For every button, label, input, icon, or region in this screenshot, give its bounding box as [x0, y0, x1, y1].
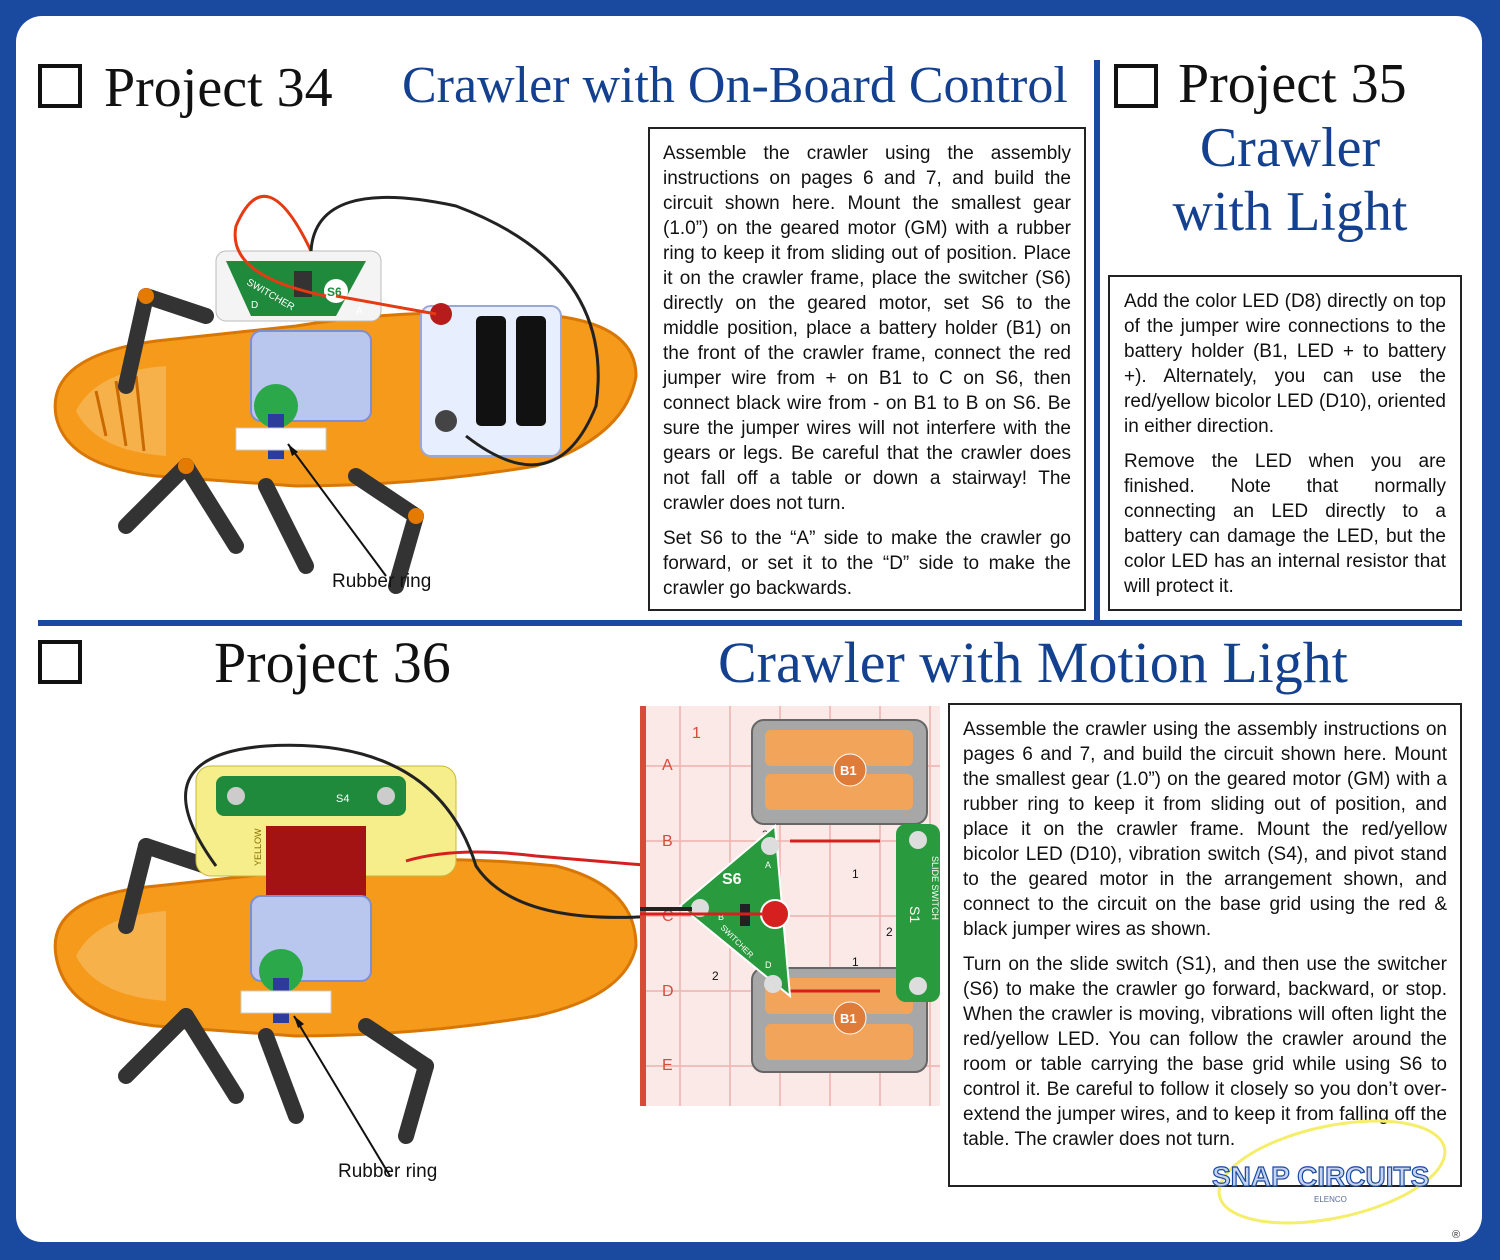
project34-checkbox[interactable] [38, 64, 82, 108]
grid-wire1-top: 1 [852, 867, 859, 881]
grid-slide-switch-label: SLIDE SWITCH [930, 856, 940, 920]
grid-s6-b: B [718, 912, 724, 922]
snap-circuits-logo-text: SNAP CIRCUITS [1212, 1161, 1429, 1192]
grid-col-label: 1 [692, 725, 701, 742]
project34-title: Project 34 [104, 57, 333, 119]
project36-paragraph: Turn on the slide switch (S1), and then … [963, 954, 1447, 1150]
project34-paragraph: Set S6 to the “A” side to make the crawl… [663, 528, 1071, 599]
grid-row-c: C [662, 908, 674, 925]
grid-row-e: E [662, 1057, 673, 1074]
registered-mark: ® [1452, 1229, 1460, 1241]
grid-wire2-left: 2 [712, 969, 719, 983]
project36-yellow-label: YELLOW [253, 828, 263, 866]
grid-wire2-right: 2 [886, 925, 893, 939]
project35-checkbox[interactable] [1114, 64, 1158, 108]
grid-row-a: A [662, 757, 673, 774]
project35-instructions: Add the color LED (D8) directly on top o… [1108, 275, 1462, 611]
project35-paragraph: Add the color LED (D8) directly on top o… [1124, 291, 1446, 437]
horizontal-divider [38, 620, 1462, 626]
vertical-divider [1094, 60, 1100, 620]
elenco-text: ELENCO [1314, 1195, 1347, 1204]
project34-crawler-illustration: SWITCHER S6 D A [53, 195, 638, 594]
project34-a-label: A [356, 306, 363, 317]
grid-s6-d: D [765, 960, 772, 970]
grid-b1-bottom-label: B1 [840, 1011, 857, 1026]
grid-row-d: D [662, 983, 674, 1000]
project36-s4-label: S4 [336, 793, 349, 805]
grid-s6-label: S6 [722, 871, 742, 888]
project36-instructions: Assemble the crawler using the assembly … [948, 703, 1462, 1187]
grid-row-b: B [662, 833, 673, 850]
snap-circuits-logo: SNAP CIRCUITS ELENCO ® [1211, 1119, 1460, 1241]
project34-d-label: D [251, 300, 258, 311]
grid-wire1-bottom: 1 [852, 955, 859, 969]
project34-paragraph: Assemble the crawler using the assembly … [663, 143, 1071, 514]
grid-b1-top-label: B1 [840, 763, 857, 778]
project36-crawler-illustration: S4 YELLOW [53, 743, 646, 1176]
project35-subtitle-line1: Crawler [1199, 117, 1381, 179]
project36-caption: Rubber ring [338, 1161, 438, 1182]
project34-instructions: Assemble the crawler using the assembly … [648, 127, 1086, 611]
project35-title: Project 35 [1178, 53, 1407, 115]
project35-paragraph: Remove the LED when you are finished. No… [1124, 451, 1446, 597]
grid-s6-a: A [765, 860, 771, 870]
project34-caption: Rubber ring [332, 571, 432, 592]
project36-paragraph: Assemble the crawler using the assembly … [963, 719, 1447, 940]
project35-subtitle-line2: with Light [1172, 181, 1408, 243]
project36-subtitle: Crawler with Motion Light [718, 630, 1348, 695]
grid-s1-label: S1 [907, 906, 923, 923]
instruction-page: Project 34 Crawler with On-Board Control… [16, 16, 1482, 1242]
project34-subtitle: Crawler with On-Board Control [402, 57, 1068, 114]
project36-title: Project 36 [214, 630, 451, 695]
project36-circuit-diagram: 1 A B C D E B1 B1 3V 1 1 2 2 S1 SLIDE SW… [640, 706, 940, 1106]
project36-checkbox[interactable] [38, 640, 82, 684]
